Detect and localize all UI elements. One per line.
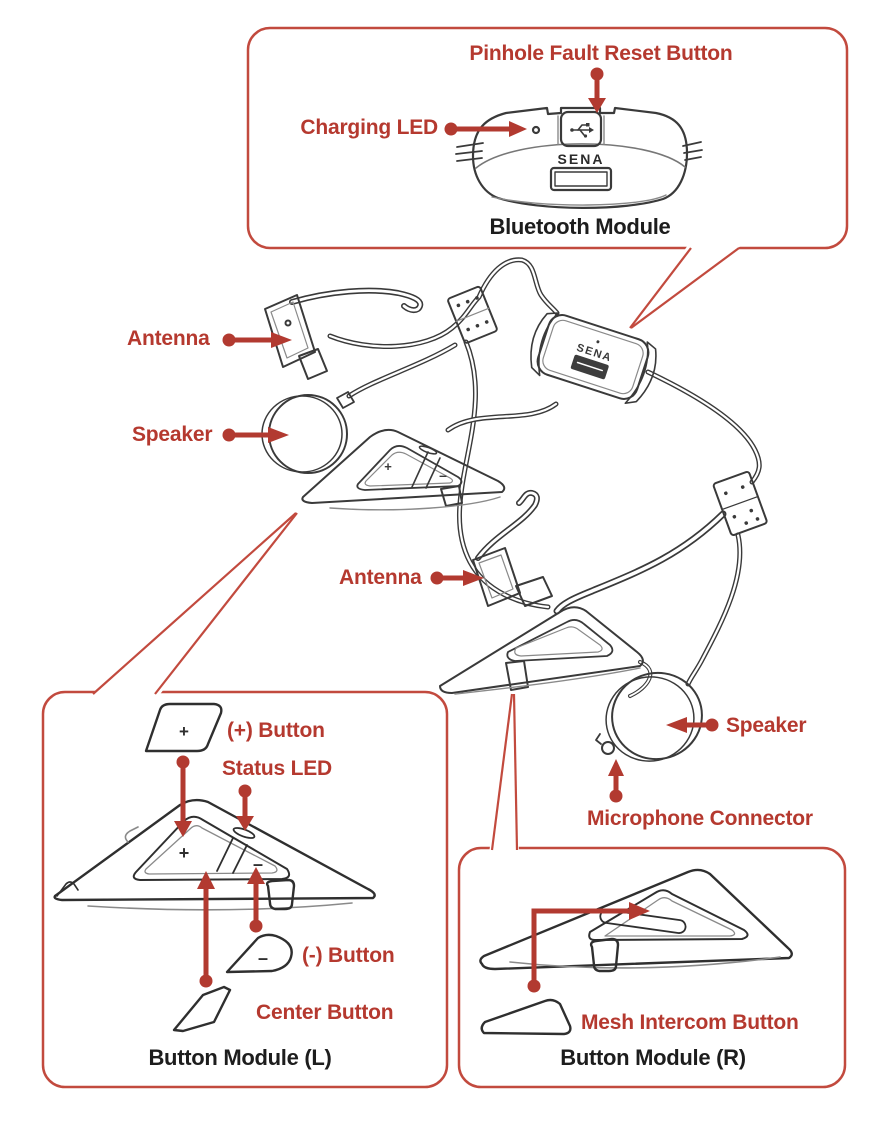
button-module-l-callout-box [41,690,449,1089]
plus-glyph-main: + [384,459,392,474]
antenna-left-arrow [222,332,292,348]
antenna-left-label: Antenna [127,327,210,350]
microphone-connector-arrow [608,759,624,803]
mesh-intercom-button-drawing [599,909,687,934]
antenna-right-label: Antenna [339,566,422,589]
speaker-right-arrow [666,717,719,733]
pinhole-fault-reset-label: Pinhole Fault Reset Button [469,42,733,65]
plus-glyph-module-l: + [179,843,190,863]
left-antenna-arm [264,287,424,380]
microphone-connector-drawing [601,741,615,755]
right-button-module-small [439,606,644,695]
left-button-module-small: + – [301,428,506,511]
mesh-intercom-arrow [527,902,650,993]
bluetooth-module-caption: Bluetooth Module [489,214,671,239]
button-module-l-drawing: + + – – [53,702,376,1033]
antenna-right-arrow [430,570,484,586]
status-led-label: Status LED [222,757,333,780]
red-pointers [174,67,719,993]
cables [327,257,762,698]
usb-icon [570,123,594,138]
bluetooth-module-small: SENA [530,312,657,405]
center-button-arrow [197,871,215,988]
minus-glyph-shape: – [258,948,268,968]
speaker-left-label: Speaker [132,423,213,446]
button-module-l-caption: Button Module (L) [148,1045,332,1070]
plus-button-label: (+) Button [227,719,325,742]
right-clamp-block [712,470,768,536]
plus-button-arrow [174,755,192,837]
speaker-left-arrow [222,427,289,443]
headset-line-art: + – SENA [261,257,768,762]
minus-button-arrow [247,867,265,933]
plus-glyph-shape: + [179,722,189,741]
center-button-shape [172,985,232,1033]
right-speaker [595,671,703,762]
minus-glyph-main: – [439,467,447,483]
minus-button-label: (-) Button [302,944,395,967]
button-module-r-caption: Button Module (R) [560,1045,746,1070]
microphone-connector-label: Microphone Connector [587,807,813,830]
bluetooth-callout-box [246,26,849,250]
button-module-r-drawing [479,868,793,1036]
plus-button-shape [144,702,223,753]
sena-logo-top: SENA [558,151,605,167]
minus-glyph-module-l: – [253,854,263,874]
minus-button-shape [225,933,293,974]
mesh-intercom-button-label: Mesh Intercom Button [581,1011,799,1034]
mesh-intercom-button-shape [480,998,572,1036]
charging-led-drawing [531,125,541,135]
status-led-arrow [236,784,254,831]
left-clamp-block [447,285,498,344]
pinhole-arrow [588,67,606,113]
charging-led-label: Charging LED [300,116,438,139]
bluetooth-module-drawing: SENA [455,106,703,209]
charging-led-arrow [444,121,527,137]
speaker-right-label: Speaker [726,714,807,737]
right-antenna-arm [472,489,553,607]
center-button-label: Center Button [256,1001,394,1024]
callout-boxes [41,26,849,1089]
wire-whiskers [455,141,703,162]
